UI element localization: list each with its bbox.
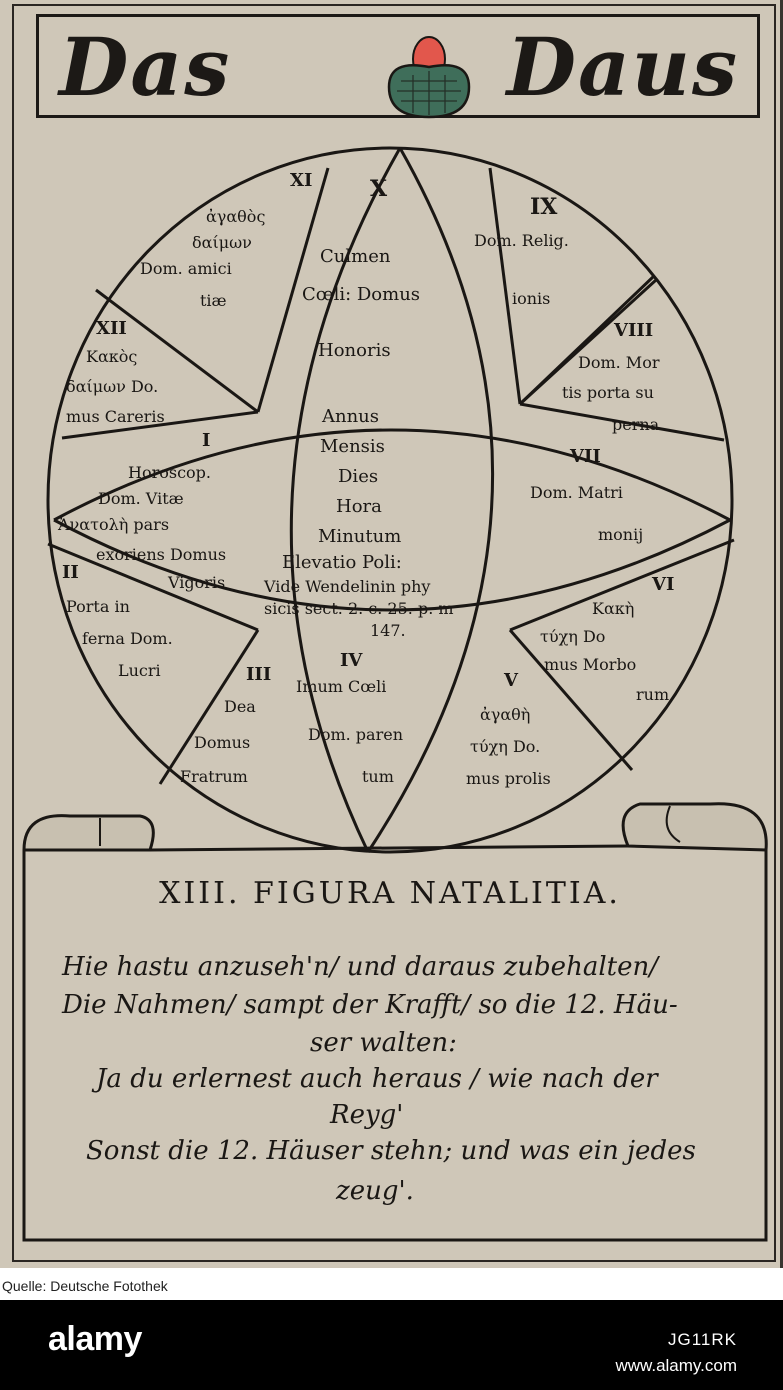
- house-line: τύχη Do: [540, 627, 605, 646]
- center-line: Annus: [321, 406, 379, 427]
- image-id: JG11RK: [668, 1330, 737, 1349]
- playing-card: Das Daus X Culmen: [0, 0, 783, 1268]
- center-line: 147.: [370, 621, 406, 640]
- house-line: Lucri: [118, 661, 161, 680]
- house-line: δαίμων: [192, 233, 252, 252]
- verse-line: Ja du erlernest auch heraus / wie nach d…: [96, 1064, 658, 1094]
- house-line: perna: [612, 415, 660, 434]
- footer: Quelle: Deutsche Fotothek alamy JG11RK w…: [0, 1268, 783, 1390]
- house-i: I Horoscop. Dom. Vitæ Ἀνατολὴ pars exori…: [57, 430, 226, 592]
- house-line: tiæ: [200, 291, 227, 310]
- house-line: Dom. Mor: [578, 353, 660, 372]
- center-line: Elevatio Poli:: [282, 552, 402, 573]
- house-line: ἀγαθὴ: [480, 705, 530, 724]
- house-line: Κακὴ: [592, 599, 634, 618]
- house-xii: XII Κακὸς δαίμων Do. mus Careris: [66, 318, 165, 426]
- house-numeral: XII: [96, 318, 127, 339]
- house-line: Imum Cœli: [296, 677, 386, 696]
- verse-line: Reyg': [330, 1100, 404, 1130]
- house-line: ionis: [512, 289, 550, 308]
- house-numeral: VI: [651, 574, 674, 595]
- brand-logo: alamy: [48, 1320, 142, 1358]
- house-line: mus Careris: [66, 407, 165, 426]
- house-line: Κακὸς: [86, 347, 137, 366]
- house-ix: IX Dom. Relig. ionis: [474, 194, 569, 308]
- house-line: Dom. amici: [140, 259, 232, 278]
- house-line: mus prolis: [466, 769, 551, 788]
- center-line: Minutum: [318, 526, 401, 547]
- house-line: Porta in: [66, 597, 130, 616]
- house-numeral: II: [62, 562, 79, 583]
- verse-line: Sonst die 12. Häuser stehn; und was ein …: [86, 1136, 696, 1166]
- center-line: Dies: [338, 466, 378, 487]
- house-line: δαίμων Do.: [66, 377, 158, 396]
- house-line: monij: [598, 525, 643, 544]
- wheel-lines: [46, 146, 735, 854]
- house-line: Fratrum: [180, 767, 248, 786]
- house-v: V ἀγαθὴ τύχη Do. mus prolis: [466, 670, 551, 788]
- watermark-bar: alamy JG11RK www.alamy.com: [0, 1300, 783, 1390]
- house-ii: II Porta in ferna Dom. Lucri: [62, 562, 173, 680]
- verse-line: ser walten:: [310, 1028, 457, 1058]
- house-numeral: VIII: [613, 320, 653, 341]
- verse-line: Hie hastu anzuseh'n/ und daraus zubehalt…: [62, 952, 658, 982]
- horoscope-wheel: X Culmen Cœli: Domus Honoris XI ἀγαθὸς δ…: [46, 146, 735, 854]
- house-line: τύχη Do.: [470, 737, 540, 756]
- house-line: mus Morbo: [544, 655, 636, 674]
- house-line: tis porta su: [562, 383, 654, 402]
- house-numeral: V: [503, 670, 519, 691]
- house-numeral: X: [370, 176, 388, 202]
- verse-line: Die Nahmen/ sampt der Krafft/ so die 12.…: [62, 990, 678, 1020]
- scroll-banner: [22, 802, 768, 1242]
- house-line: Dea: [224, 697, 256, 716]
- center-line: Hora: [336, 496, 382, 517]
- center-line: Mensis: [320, 436, 385, 457]
- house-line: Dom. Vitæ: [98, 489, 184, 508]
- house-line: ferna Dom.: [82, 629, 173, 648]
- house-iv: IV Imum Cœli Dom. paren tum: [296, 650, 403, 786]
- house-numeral: I: [202, 430, 210, 451]
- house-numeral: IX: [530, 194, 558, 220]
- acorn-suit-icon: [387, 36, 471, 119]
- house-iii: III Dea Domus Fratrum: [180, 664, 271, 786]
- house-numeral: III: [246, 664, 271, 685]
- card-title-left: Das: [59, 20, 232, 114]
- house-xi: XI ἀγαθὸς δαίμων Dom. amici tiæ: [140, 170, 312, 310]
- center-line: sicis sect. 2. c. 25. p. m: [264, 599, 454, 618]
- house-line: Honoris: [318, 340, 391, 361]
- house-line: Domus: [194, 733, 250, 752]
- house-numeral: IV: [340, 650, 363, 671]
- house-line: Dom. Matri: [530, 483, 623, 502]
- card-border: [12, 4, 776, 1262]
- source-credit: Quelle: Deutsche Fotothek: [2, 1278, 168, 1294]
- house-numeral: XI: [290, 170, 312, 191]
- house-numeral: VII: [569, 446, 601, 467]
- house-line: Vigoris: [167, 573, 225, 592]
- card-title-right: Daus: [506, 20, 739, 114]
- house-line: Culmen: [320, 246, 391, 267]
- center-line: Vide Wendelinin phy: [263, 577, 430, 596]
- house-line: tum: [362, 767, 394, 786]
- figure-heading: XIII. FIGURA NATALITIA.: [159, 876, 621, 911]
- house-line: Dom. paren: [308, 725, 403, 744]
- house-viii: VIII Dom. Mor tis porta su perna: [562, 320, 660, 434]
- house-line: Horoscop.: [128, 463, 211, 482]
- center-box: Annus Mensis Dies Hora Minutum Elevatio …: [263, 406, 454, 640]
- title-band: Das Daus: [36, 14, 760, 119]
- house-line: Dom. Relig.: [474, 231, 569, 250]
- house-vi: VI Κακὴ τύχη Do mus Morbo rum: [540, 574, 674, 704]
- house-line: rum: [636, 685, 669, 704]
- verse-line: zeug'.: [336, 1176, 414, 1206]
- house-line: Cœli: Domus: [302, 284, 420, 305]
- site-url: www.alamy.com: [615, 1356, 737, 1375]
- house-line: ἀγαθὸς: [206, 207, 265, 226]
- house-line: Ἀνατολὴ pars: [57, 515, 169, 534]
- house-x: X Culmen Cœli: Domus Honoris: [302, 176, 420, 361]
- house-line: exoriens Domus: [96, 545, 226, 564]
- house-vii: VII Dom. Matri monij: [530, 446, 643, 544]
